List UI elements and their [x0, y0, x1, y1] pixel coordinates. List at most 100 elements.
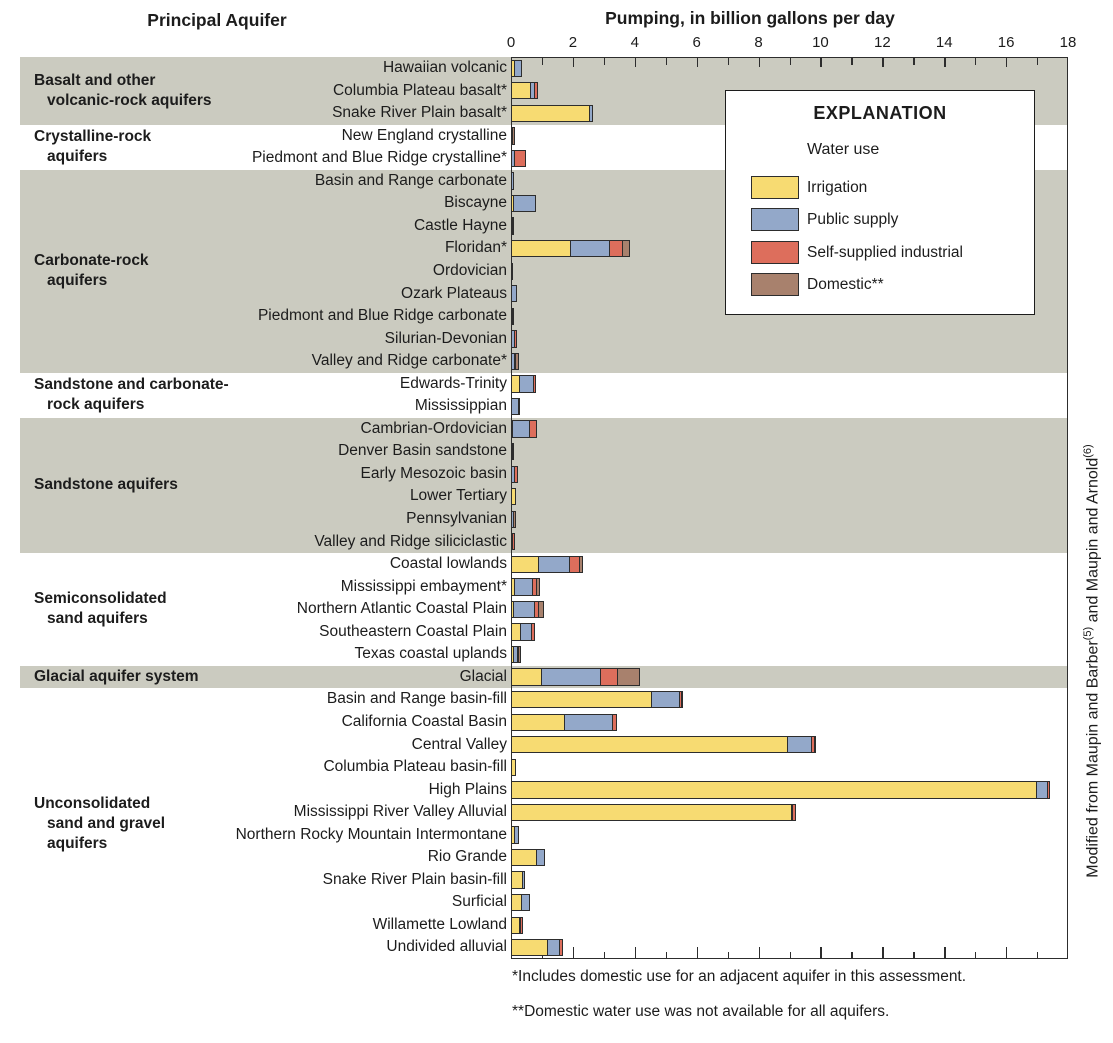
bar-segment-public-supply — [511, 262, 513, 280]
legend-box: EXPLANATION Water use Irrigation Public … — [725, 90, 1035, 315]
group-label-text: Semiconsolidated sand aquifers — [34, 590, 167, 628]
row-label: Denver Basin sandstone — [338, 442, 507, 460]
bottom-tick — [634, 947, 637, 958]
bar — [511, 600, 544, 619]
row-label: Surficial — [451, 893, 507, 911]
bar — [511, 194, 537, 213]
bar-segment-self-supplied-industrial — [1047, 781, 1051, 799]
x-axis-title: Pumping, in billion gallons per day — [605, 8, 895, 28]
x-tick-label: 12 — [873, 34, 891, 51]
bar-segment-domestic- — [680, 691, 683, 709]
bar-segment-public-supply — [786, 736, 813, 754]
row-label: Willamette Lowland — [372, 915, 507, 933]
row-label: Piedmont and Blue Ridge crystalline* — [251, 149, 507, 167]
row-label: Undivided alluvial — [386, 938, 507, 956]
plot-border — [511, 57, 1068, 959]
bar-segment-domestic- — [511, 442, 514, 461]
group-label-text: Unconsolidated sand and gravel aquifers — [34, 794, 166, 852]
public-supply-swatch — [751, 208, 799, 231]
row-label: Columbia Plateau basin-fill — [323, 758, 507, 776]
row-label: Basin and Range basin-fill — [326, 690, 507, 708]
bar — [511, 939, 564, 957]
bar-segment-domestic- — [621, 240, 630, 258]
bar-segment-self-supplied-industrial — [533, 375, 536, 393]
bar — [511, 826, 520, 844]
bar-segment-self-supplied-industrial — [511, 533, 516, 551]
bar-segment-self-supplied-industrial — [514, 330, 517, 348]
bar — [511, 736, 817, 754]
bar-segment-public-supply — [512, 194, 537, 213]
x-tick-label: 18 — [1059, 34, 1077, 51]
bar-segment-public-supply — [519, 375, 535, 393]
bar-segment-irrigation — [511, 781, 1038, 799]
bar-segment-public-supply — [514, 578, 534, 596]
legend-item: Irrigation — [726, 176, 1034, 199]
bar — [511, 510, 516, 528]
group-band — [20, 417, 1068, 554]
bottom-tick — [820, 947, 822, 958]
bar — [511, 668, 640, 686]
row-label: Biscayne — [444, 194, 507, 212]
bar-segment-self-supplied-industrial — [612, 713, 617, 731]
group-label-text: Crystalline-rock aquifers — [34, 128, 152, 166]
top-tick — [541, 58, 544, 65]
row-label: Central Valley — [411, 735, 507, 753]
group-label-text: Glacial aquifer system — [34, 668, 199, 686]
row-label: Valley and Ridge carbonate* — [311, 352, 507, 370]
bar-segment-domestic- — [515, 352, 520, 371]
bar-segment-self-supplied-industrial — [530, 623, 536, 641]
bar-segment-self-supplied-industrial — [517, 397, 521, 416]
domestic-swatch — [751, 273, 799, 296]
top-tick — [603, 58, 606, 65]
top-tick — [665, 58, 668, 65]
group-label-text: Sandstone and carbonate- rock aquifers — [34, 376, 229, 414]
bar-segment-domestic- — [511, 307, 514, 325]
row-label: Pennsylvanian — [406, 510, 507, 527]
bar — [511, 893, 530, 912]
bar-segment-public-supply — [650, 691, 680, 709]
bottom-tick — [882, 947, 884, 958]
top-tick — [975, 58, 977, 65]
bar-segment-public-supply — [522, 871, 526, 889]
legend-item: Domestic** — [726, 273, 1034, 296]
row-label: Castle Hayne — [413, 216, 507, 234]
row-label: Texas coastal uplands — [354, 645, 507, 663]
bar-segment-public-supply — [520, 893, 530, 912]
bar-segment-self-supplied-industrial — [792, 803, 797, 822]
top-tick — [944, 58, 946, 67]
bar-segment-irrigation — [511, 240, 572, 258]
group-label-text: Sandstone aquifers — [34, 476, 178, 494]
bar-segment-irrigation — [511, 713, 566, 731]
legend-item-label: Self-supplied industrial — [807, 244, 963, 261]
row-label: Snake River Plain basalt* — [332, 104, 507, 122]
bar — [511, 623, 536, 641]
bar-segment-domestic- — [813, 736, 817, 754]
x-tick-label: 16 — [997, 34, 1015, 51]
footnote-asterisk: *Includes domestic use for an adjacent a… — [512, 968, 967, 985]
bar-segment-public-supply — [511, 217, 514, 235]
bar — [511, 82, 538, 100]
group-label: Sandstone and carbonate- rock aquifers — [34, 373, 464, 418]
bottom-tick — [696, 947, 698, 958]
row-label: Floridan* — [444, 239, 507, 257]
bar — [511, 555, 584, 574]
bar-segment-irrigation — [511, 691, 652, 709]
group-label: Unconsolidated sand and gravel aquifers — [34, 688, 464, 959]
bar — [511, 781, 1051, 799]
bottom-tick — [603, 952, 606, 958]
bar-segment-public-supply — [540, 668, 602, 686]
bar — [511, 420, 538, 438]
row-label: Southeastern Coastal Plain — [319, 622, 507, 640]
bottom-tick — [975, 952, 977, 958]
row-label: Mississippian — [414, 397, 507, 415]
legend-title: EXPLANATION — [813, 103, 947, 123]
bar — [511, 307, 514, 325]
x-tick-label: 10 — [812, 34, 829, 51]
bar-segment-irrigation — [511, 104, 590, 123]
industrial-swatch — [751, 241, 799, 264]
bar-segment-public-supply — [514, 826, 520, 844]
x-tick-label: 4 — [630, 34, 639, 51]
bar-segment-irrigation — [511, 668, 542, 686]
bar-segment-irrigation — [511, 488, 516, 506]
